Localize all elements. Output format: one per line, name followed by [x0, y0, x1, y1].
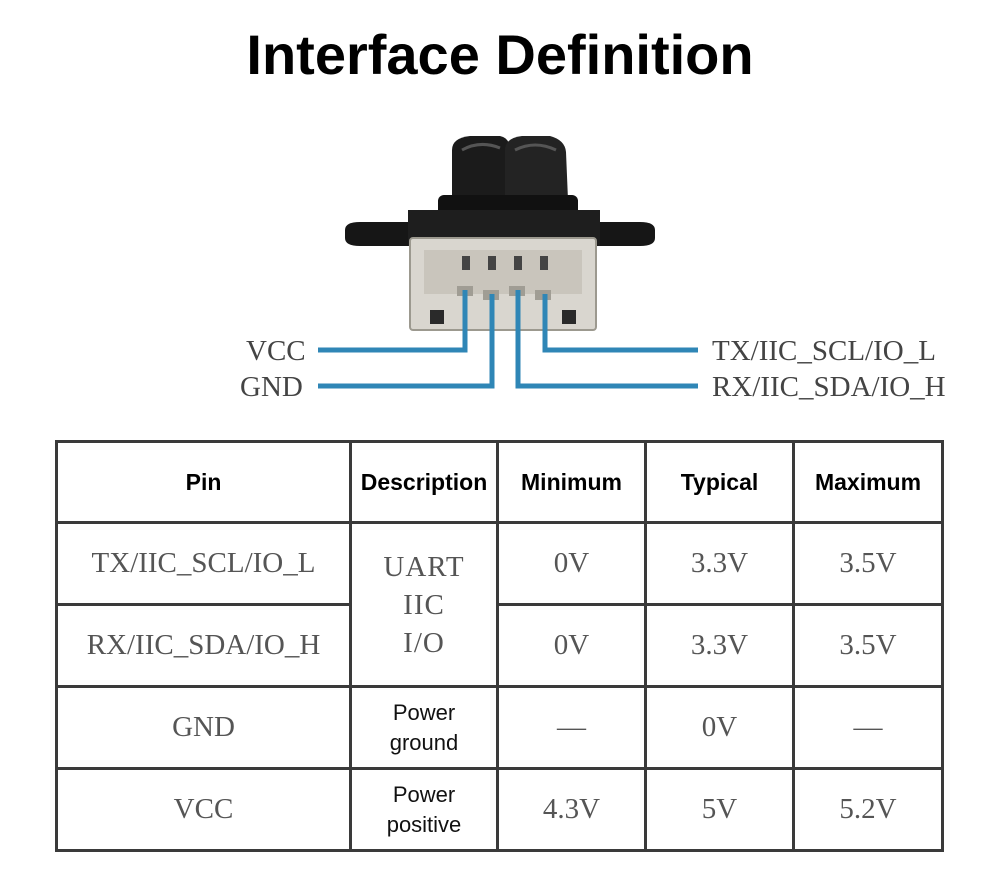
header-pin: Pin: [55, 440, 352, 524]
cell-minimum: 0V: [496, 603, 647, 688]
cell-typical: 3.3V: [644, 521, 795, 606]
cell-typical: 3.3V: [644, 603, 795, 688]
pin-wires: [318, 290, 698, 389]
connector-housing: [409, 237, 597, 331]
cell-maximum: 3.5V: [792, 521, 944, 606]
desc-line: IIC: [403, 588, 445, 621]
header-description: Description: [349, 440, 499, 524]
wire-vcc: [318, 290, 468, 353]
table-header-row: Pin Description Minimum Typical Maximum: [55, 440, 944, 524]
cell-description: Power ground: [349, 685, 499, 770]
desc-line: ground: [389, 729, 459, 755]
cell-maximum: 5.2V: [792, 767, 944, 852]
desc-line: I/O: [403, 626, 445, 659]
cell-typical: 0V: [644, 685, 795, 770]
wire-rx: [515, 290, 698, 389]
desc-line: UART: [383, 550, 465, 583]
header-minimum: Minimum: [496, 440, 647, 524]
header-maximum: Maximum: [792, 440, 944, 524]
sensor-connector-diagram: [318, 136, 698, 389]
cell-description: Power positive: [349, 767, 499, 852]
cell-minimum: 4.3V: [496, 767, 647, 852]
cell-description: UART IIC I/O: [349, 521, 499, 688]
table-row: GND Power ground — 0V —: [55, 685, 944, 770]
cell-maximum: —: [792, 685, 944, 770]
wire-tx: [542, 294, 698, 353]
table-row: TX/IIC_SCL/IO_L UART IIC I/O 0V 3.3V 3.5…: [55, 521, 944, 688]
desc-line: positive: [386, 811, 462, 837]
cell-pin: TX/IIC_SCL/IO_L: [55, 521, 352, 606]
sensor-lens-icon: [438, 136, 578, 221]
cell-maximum: 3.5V: [792, 603, 944, 688]
cell-pin: VCC: [55, 767, 352, 852]
wire-gnd: [318, 294, 495, 389]
desc-line: Power: [392, 781, 456, 807]
cell-pin: GND: [55, 685, 352, 770]
page-title: Interface Definition: [246, 23, 754, 86]
pin-spec-table: Pin Description Minimum Typical Maximum …: [55, 440, 944, 852]
pin-label-tx: TX/IIC_SCL/IO_L: [712, 335, 936, 367]
desc-line: Power: [392, 699, 456, 725]
table-row: VCC Power positive 4.3V 5V 5.2V: [55, 767, 944, 852]
pin-label-rx: RX/IIC_SDA/IO_H: [712, 371, 946, 403]
header-typical: Typical: [644, 440, 795, 524]
pin-label-vcc: VCC: [246, 335, 306, 367]
cell-typical: 5V: [644, 767, 795, 852]
cell-minimum: 0V: [496, 521, 647, 606]
cell-pin: RX/IIC_SDA/IO_H: [55, 603, 352, 688]
table-row: RX/IIC_SDA/IO_H 0V 3.3V 3.5V: [55, 603, 944, 688]
pin-label-gnd: GND: [240, 371, 303, 403]
cell-minimum: —: [496, 685, 647, 770]
